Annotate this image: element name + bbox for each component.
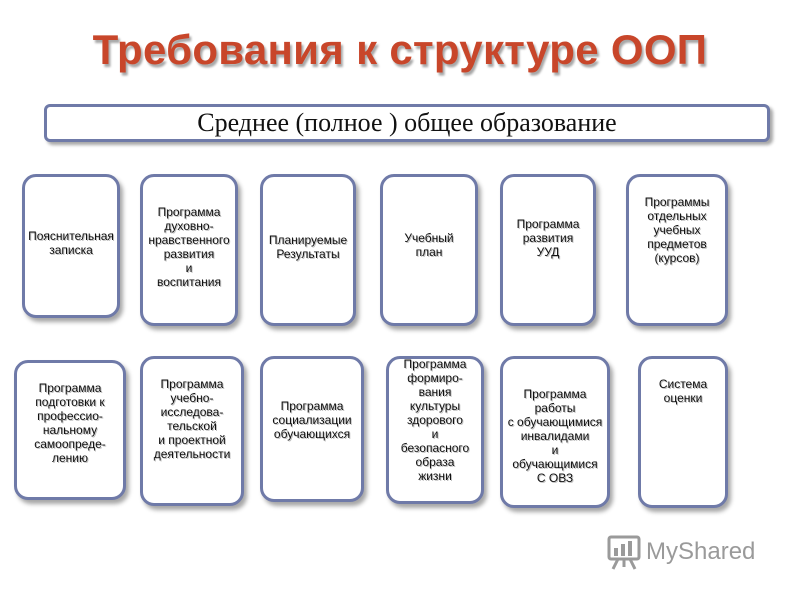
box-curriculum: Учебный план — [380, 174, 478, 326]
presentation-board-icon — [607, 535, 641, 570]
box-label: Программа учебно- исследова- тельской и … — [153, 377, 231, 461]
box-label: Программа духовно- нравственного развити… — [148, 205, 230, 289]
box-disabled-students-program: Программа работы с обучающимися инвалида… — [500, 356, 610, 508]
education-level-banner: Среднее (полное ) общее образование — [44, 104, 770, 142]
box-uud-program: Программа развития УУД — [500, 174, 596, 326]
box-assessment-system: Система оценки — [638, 356, 728, 508]
box-spiritual-moral-program: Программа духовно- нравственного развити… — [140, 174, 238, 326]
box-research-project-program: Программа учебно- исследова- тельской и … — [140, 356, 244, 506]
box-label: Пояснительная записка — [28, 229, 114, 257]
box-label: Программа работы с обучающимися инвалида… — [507, 387, 603, 485]
box-explanatory-note: Пояснительная записка — [22, 174, 120, 318]
myshared-logo: MyShared — [604, 532, 755, 572]
box-socialization-program: Программа социализации обучающихся — [260, 356, 364, 502]
box-label: Программа социализации обучающихся — [272, 399, 352, 441]
box-label: Планируемые Результаты — [268, 233, 348, 261]
box-healthy-lifestyle-program: Программа формиро- вания культуры здоров… — [386, 356, 484, 504]
box-label: Программа формиро- вания культуры здоров… — [400, 357, 470, 483]
watermark-text: MyShared — [646, 538, 756, 565]
box-label: Программы отдельных учебных предметов (к… — [644, 195, 710, 265]
page-title: Требования к структуре ООП — [92, 26, 708, 73]
banner-label: Среднее (полное ) общее образование — [197, 108, 617, 137]
box-label: Система оценки — [658, 377, 708, 405]
box-label: Программа развития УУД — [516, 217, 580, 259]
box-label: Учебный план — [404, 231, 454, 259]
box-planned-results: Планируемые Результаты — [260, 174, 356, 326]
box-professional-selfdetermination: Программа подготовки к профессио- нально… — [14, 360, 126, 500]
box-subject-programs: Программы отдельных учебных предметов (к… — [626, 174, 728, 326]
box-label: Программа подготовки к профессио- нально… — [34, 381, 106, 465]
